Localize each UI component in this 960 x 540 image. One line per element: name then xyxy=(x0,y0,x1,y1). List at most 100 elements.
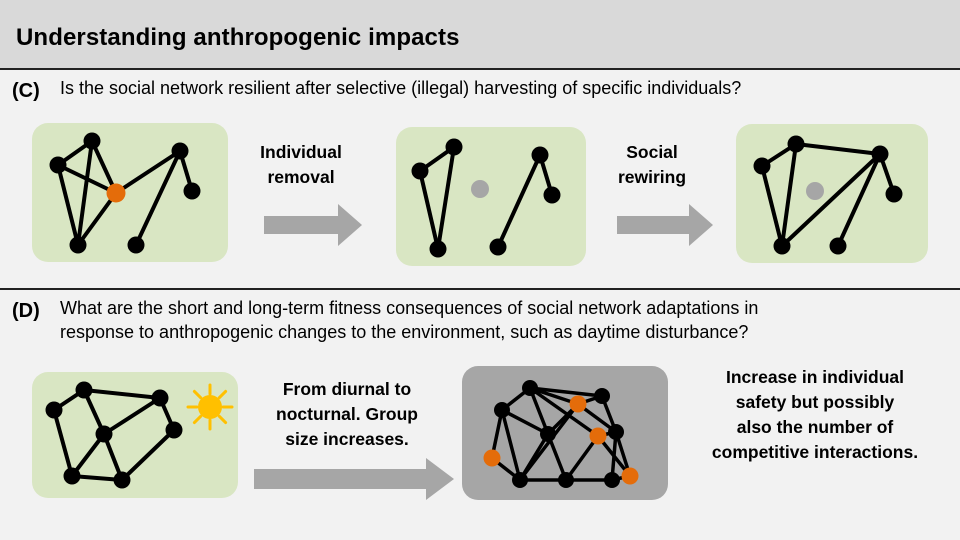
outcome-caption: Increase in individual safety but possib… xyxy=(690,365,940,465)
diurnal-network-panel xyxy=(32,372,238,498)
network-node xyxy=(540,426,556,442)
page-title: Understanding anthropogenic impacts xyxy=(16,24,460,51)
edge xyxy=(134,149,182,247)
edge xyxy=(836,152,882,248)
individual-removal-caption: Individual removal xyxy=(246,140,356,190)
caption-line: Increase in individual xyxy=(726,367,904,387)
edge xyxy=(114,149,182,195)
caption-line: From diurnal to xyxy=(282,379,412,399)
network-node xyxy=(171,142,189,160)
network-node xyxy=(411,162,429,180)
right-arrow-icon xyxy=(254,458,454,500)
nocturnal-network-graph xyxy=(483,380,645,488)
network-node xyxy=(494,402,510,418)
network-node xyxy=(183,182,201,200)
edge xyxy=(610,430,618,482)
sun-icon xyxy=(186,383,234,431)
network-node xyxy=(165,421,183,439)
edge xyxy=(418,169,440,251)
section-c-question: Is the social network resilient after se… xyxy=(60,78,742,98)
network-node xyxy=(69,236,87,254)
caption-line: Individual xyxy=(260,142,342,162)
removed-node xyxy=(806,182,824,200)
network-node xyxy=(489,238,507,256)
nocturnal-network-panel xyxy=(462,366,668,500)
edge xyxy=(780,152,882,248)
network-node xyxy=(522,380,538,396)
network-node xyxy=(75,381,93,399)
network-node xyxy=(604,472,620,488)
edge xyxy=(518,402,580,482)
header-bar: Understanding anthropogenic impacts xyxy=(0,0,960,70)
edge xyxy=(564,434,600,482)
network-node xyxy=(829,237,847,255)
question-line: response to anthropogenic changes to the… xyxy=(60,322,749,342)
edge xyxy=(528,386,604,398)
edge xyxy=(102,396,162,436)
edge xyxy=(82,388,162,400)
network-node xyxy=(543,186,561,204)
network-node xyxy=(608,424,624,440)
network-node xyxy=(113,471,131,489)
network-removed-graph xyxy=(411,138,561,258)
edge xyxy=(76,191,118,247)
edge xyxy=(120,428,176,482)
question-line: What are the short and long-term fitness… xyxy=(60,298,759,318)
network-node xyxy=(512,472,528,488)
edge xyxy=(780,142,798,248)
network-node xyxy=(83,132,101,150)
section-divider xyxy=(0,288,960,290)
network-node xyxy=(531,146,549,164)
new-node xyxy=(569,395,587,413)
edge xyxy=(52,408,74,478)
edge xyxy=(528,386,550,436)
edge xyxy=(56,163,80,247)
network-node xyxy=(885,185,903,203)
network-intact-graph xyxy=(49,132,201,254)
network-removed-panel xyxy=(396,127,586,266)
caption-line: Social xyxy=(626,142,678,162)
network-node xyxy=(871,145,889,163)
network-node xyxy=(787,135,805,153)
edge xyxy=(794,142,882,156)
focal-node xyxy=(106,183,126,203)
diurnal-to-nocturnal-caption: From diurnal to nocturnal. Group size in… xyxy=(262,377,432,452)
network-node xyxy=(63,467,81,485)
network-node xyxy=(95,425,113,443)
network-rewired-panel xyxy=(736,124,928,263)
network-node xyxy=(558,472,574,488)
network-node xyxy=(594,388,610,404)
new-node xyxy=(621,467,639,485)
edge xyxy=(436,145,456,251)
right-arrow-icon xyxy=(264,204,362,246)
caption-line: safety but possibly xyxy=(735,392,895,412)
edge xyxy=(496,153,542,249)
network-node xyxy=(45,401,63,419)
edge xyxy=(500,408,550,436)
network-node xyxy=(753,157,771,175)
right-arrow-icon xyxy=(617,204,713,246)
section-d-label: (D) xyxy=(12,300,40,322)
network-intact-panel xyxy=(32,123,228,262)
edge xyxy=(760,164,784,248)
new-node xyxy=(589,427,607,445)
social-rewiring-caption: Social rewiring xyxy=(600,140,704,190)
removed-node xyxy=(471,180,489,198)
network-rewired-graph xyxy=(753,135,903,255)
caption-line: nocturnal. Group xyxy=(276,404,418,424)
network-node xyxy=(151,389,169,407)
edge xyxy=(500,408,522,482)
new-node xyxy=(483,449,501,467)
network-node xyxy=(127,236,145,254)
network-node xyxy=(429,240,447,258)
caption-line: size increases. xyxy=(285,429,409,449)
section-c-label: (C) xyxy=(12,80,40,102)
caption-line: rewiring xyxy=(617,167,687,187)
edge xyxy=(76,139,94,247)
edge xyxy=(90,139,118,195)
edge xyxy=(528,386,600,438)
caption-line: competitive interactions. xyxy=(711,442,919,462)
network-node xyxy=(49,156,67,174)
edge xyxy=(70,432,106,478)
diurnal-network-graph xyxy=(45,381,234,489)
